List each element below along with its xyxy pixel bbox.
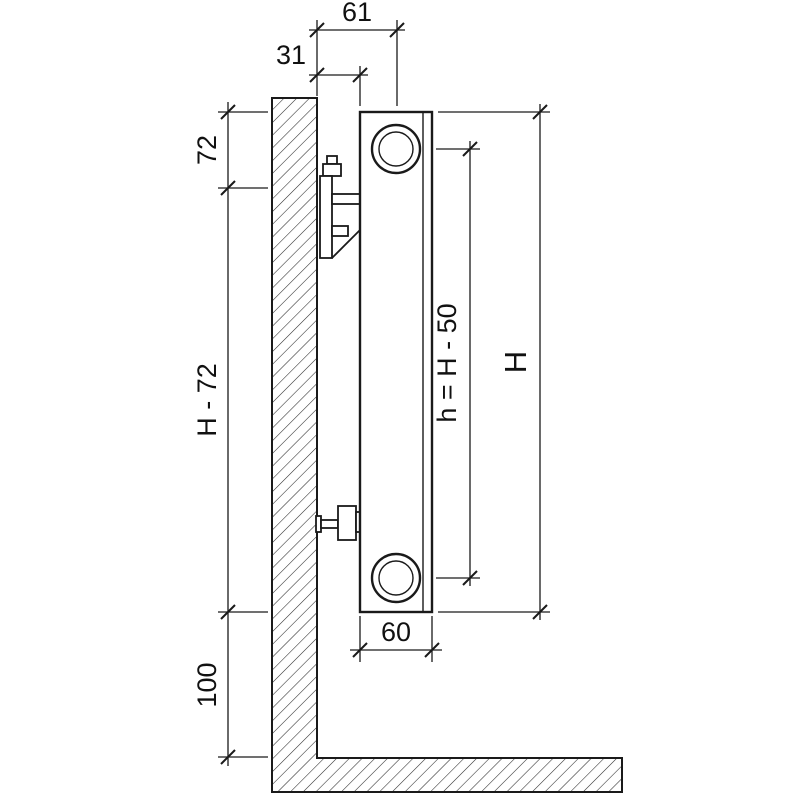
bracket-lower-prong xyxy=(331,225,349,237)
tick-mark xyxy=(389,22,405,38)
dimension-61: 61 xyxy=(309,0,405,106)
radiator-body xyxy=(358,110,434,614)
tick-mark xyxy=(532,604,548,620)
dimension-31: 31 xyxy=(276,40,368,106)
wall-and-floor-section xyxy=(271,97,623,793)
tick-mark xyxy=(220,749,236,765)
wall-bracket xyxy=(319,155,361,259)
dimension-label-H-72: H - 72 xyxy=(192,363,222,437)
bracket-wall-plate xyxy=(319,175,333,259)
tick-mark xyxy=(462,570,478,586)
bottom-valve xyxy=(315,505,363,541)
dimension-label-72: 72 xyxy=(192,135,222,165)
dimension-label-height: H xyxy=(498,351,533,373)
dimension-label-100: 100 xyxy=(192,662,222,707)
dimension-left-chain: 72 H - 72 100 xyxy=(192,102,268,766)
dimension-60: 60 xyxy=(350,616,442,662)
valve-body xyxy=(337,505,357,541)
tick-mark xyxy=(352,642,368,658)
tick-mark xyxy=(462,141,478,157)
tick-mark xyxy=(220,604,236,620)
bottom-pipe-connection-inner xyxy=(378,560,414,596)
dimension-label-depth: 60 xyxy=(381,617,411,647)
tick-mark xyxy=(220,180,236,196)
radiator xyxy=(358,110,434,614)
tick-mark xyxy=(424,642,440,658)
valve-shaft xyxy=(320,519,339,529)
bracket-screw-head xyxy=(322,163,342,177)
top-pipe-connection-inner xyxy=(378,131,414,167)
tick-mark xyxy=(309,67,325,83)
tick-mark xyxy=(532,104,548,120)
dimension-label-61: 61 xyxy=(342,0,372,27)
bracket-upper-prong xyxy=(331,193,361,205)
dimension-label-31: 31 xyxy=(276,40,306,70)
tick-mark xyxy=(352,67,368,83)
bracket-diagonal-support xyxy=(331,229,361,259)
bracket-screw-icon xyxy=(326,155,338,165)
dimension-h: h = H - 50 xyxy=(432,141,480,586)
dimension-H: H xyxy=(438,104,550,620)
tick-mark xyxy=(220,104,236,120)
tick-mark xyxy=(309,22,325,38)
dimension-label-pitch: h = H - 50 xyxy=(432,303,462,422)
